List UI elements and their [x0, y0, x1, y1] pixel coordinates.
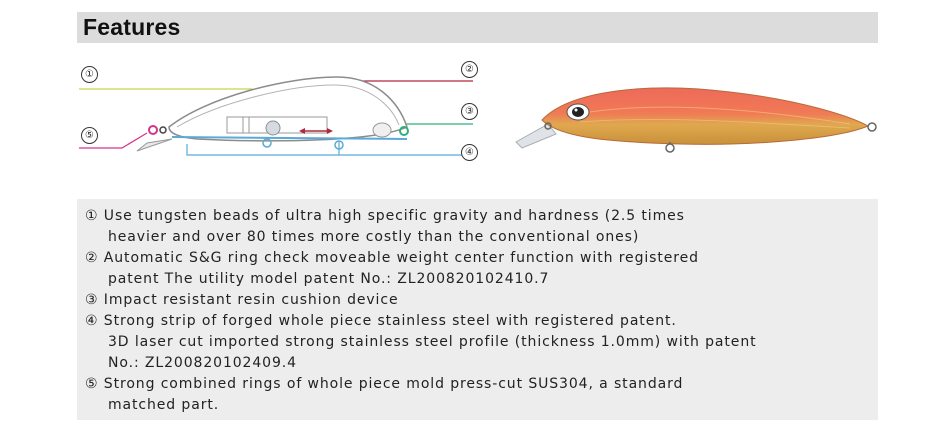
feature-line: ① Use tungsten beads of ultra high speci…	[85, 208, 685, 224]
callout-2: ②	[461, 61, 478, 78]
section-header: Features	[77, 12, 878, 43]
feature-list: ① Use tungsten beads of ultra high speci…	[85, 206, 756, 416]
section-title: Features	[83, 14, 181, 40]
feature-description-box: ① Use tungsten beads of ultra high speci…	[77, 199, 878, 420]
callout-3: ③	[461, 103, 478, 120]
resin-cushion	[372, 122, 392, 138]
feature-line: heavier and over 80 times more costly th…	[108, 229, 640, 245]
tungsten-bead	[265, 120, 281, 136]
feature-item-1: ① Use tungsten beads of ultra high speci…	[85, 206, 756, 248]
feature-line: ③ Impact resistant resin cushion device	[85, 292, 399, 308]
lure-cutaway-diagram: ① ② ③ ④ ⑤	[77, 55, 487, 180]
lure-illustration	[515, 87, 877, 153]
feature-line: ⑤ Strong combined rings of whole piece m…	[85, 376, 684, 392]
feature-line: No.: ZL200820102409.4	[108, 355, 297, 371]
fishing-lure-image	[510, 72, 880, 172]
callout-4: ④	[461, 144, 478, 161]
callout-5: ⑤	[81, 127, 98, 144]
feature-item-3: ③ Impact resistant resin cushion device	[85, 290, 756, 311]
feature-item-2: ② Automatic S&G ring check moveable weig…	[85, 248, 756, 290]
callout-1: ①	[81, 66, 98, 83]
cutaway-drawing	[79, 76, 473, 156]
feature-line: 3D laser cut imported strong stainless s…	[108, 334, 757, 350]
feature-line: patent The utility model patent No.: ZL2…	[108, 271, 550, 287]
feature-line: ④ Strong strip of forged whole piece sta…	[85, 313, 677, 329]
lure-body-outline	[168, 76, 408, 142]
feature-item-4: ④ Strong strip of forged whole piece sta…	[85, 311, 756, 374]
feature-line: ② Automatic S&G ring check moveable weig…	[85, 250, 699, 266]
leader-line-4	[186, 144, 473, 156]
leader-line-5	[79, 132, 148, 149]
feature-item-5: ⑤ Strong combined rings of whole piece m…	[85, 374, 756, 416]
front-ring	[148, 125, 158, 135]
feature-line: matched part.	[108, 397, 220, 413]
